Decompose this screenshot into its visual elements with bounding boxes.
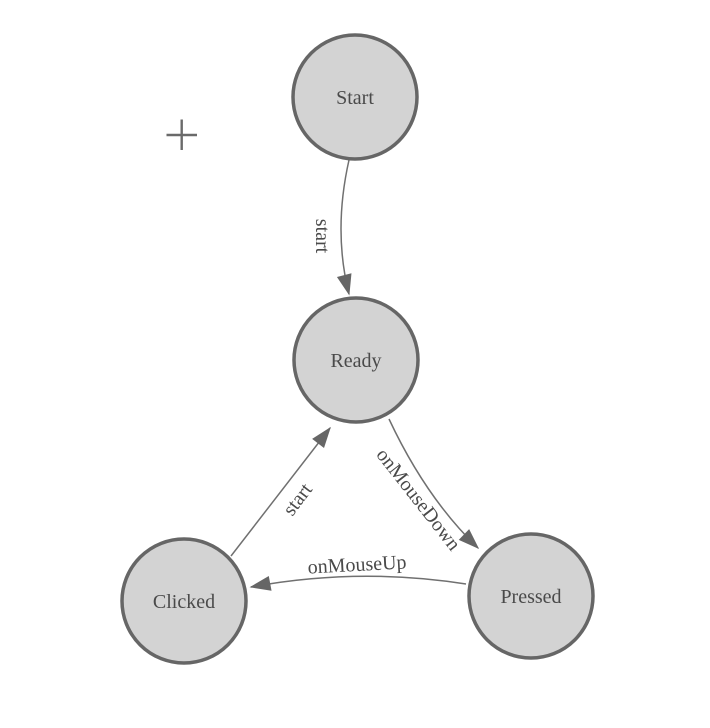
state-label-ready: Ready: [330, 350, 381, 372]
plus-crosshair-icon[interactable]: [166, 119, 198, 151]
edge-start-to-ready: start: [311, 159, 352, 296]
state-circle-pressed[interactable]: [467, 532, 595, 660]
edge-line[interactable]: [336, 159, 352, 296]
node-ready: Ready: [292, 296, 420, 424]
state-circle-clicked[interactable]: [120, 537, 248, 665]
node-pressed: Pressed: [467, 532, 595, 660]
state-label-pressed: Pressed: [500, 586, 561, 608]
edge-line[interactable]: [388, 418, 480, 550]
state-label-start: Start: [336, 87, 374, 109]
edge-line[interactable]: [230, 426, 331, 557]
state-circle-ready[interactable]: [292, 296, 420, 424]
edge-label-onmouseup[interactable]: onMouseUp: [307, 551, 407, 578]
edge-label-start-1[interactable]: start: [311, 219, 333, 254]
edge-pressed-to-clicked: onMouseUp: [249, 551, 467, 591]
edge-line[interactable]: [249, 575, 467, 591]
state-circle-start[interactable]: [291, 33, 419, 161]
node-start: Start: [291, 33, 419, 161]
state-label-clicked: Clicked: [153, 591, 215, 613]
node-clicked: Clicked: [120, 537, 248, 665]
